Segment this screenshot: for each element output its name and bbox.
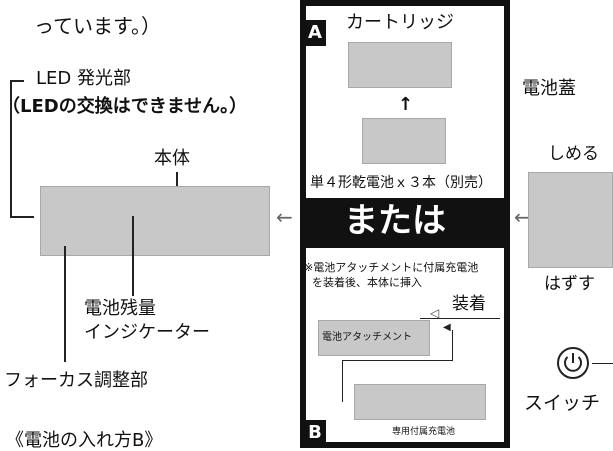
focus-leader-line (64, 246, 66, 362)
flashlight-image (40, 186, 270, 256)
insert-line-h (342, 360, 453, 361)
cartridge-image (348, 42, 452, 88)
rechargeable-label: 専用付属充電池 (392, 427, 456, 437)
cap-label: 電池蓋 (522, 78, 576, 99)
cartridge-label: カートリッジ (346, 12, 454, 33)
indicator-label: 電池残量 (84, 298, 156, 319)
led-leader-line-h2 (10, 216, 34, 218)
switch-leader-line (592, 363, 613, 364)
aaa-batteries-image (362, 118, 446, 164)
battery-label: 単４形乾電池ｘ３本（別売） (310, 175, 492, 191)
attach-arrow-icon: ◁ (430, 306, 440, 320)
indicator-leader-line (132, 216, 134, 296)
battery-cap-image (528, 172, 613, 268)
body-label: 本体 (154, 148, 190, 169)
insert-line-v1 (452, 330, 453, 360)
panel-a-badge: A (304, 20, 326, 46)
remove-label: はずす (544, 274, 595, 294)
led-leader-line-h (10, 80, 24, 82)
rechargeable-battery-image (354, 384, 486, 420)
arrow-left-icon-2: ← (514, 205, 531, 229)
led-leader-line-v (10, 80, 12, 218)
focus-label: フォーカス調整部 (4, 370, 148, 391)
battery-panel: A カートリッジ ↑ 単４形乾電池ｘ３本（別売） または ※電池アタッチメントに… (300, 0, 510, 448)
arrow-up-icon: ↑ (398, 94, 414, 115)
top-text-fragment: っています。） (34, 14, 161, 38)
indicator-label-2: インジケーター (84, 322, 210, 343)
led-label: LED 発光部 (36, 68, 131, 89)
power-switch-icon (556, 346, 590, 380)
tighten-label: しめる (548, 144, 599, 164)
led-note-label: （LEDの交換はできません。） (2, 96, 248, 117)
panel-b-badge: B (304, 420, 326, 446)
arrow-left-icon: ← (276, 205, 293, 229)
panel-b-note-2: を装着後、本体に挿入 (312, 276, 422, 289)
panel-a (306, 6, 504, 198)
insert-line-v2 (342, 360, 343, 402)
attach-underline (420, 318, 500, 319)
method-b-heading: 《電池の入れ方B》 (6, 430, 163, 451)
attach-label: 装着 (452, 294, 486, 314)
switch-label: スイッチ (524, 392, 601, 414)
battery-attachment-image (318, 320, 430, 356)
panel-b-note-1: ※電池アタッチメントに付属充電池 (304, 261, 479, 274)
insert-arrow-icon: ◀ (443, 322, 451, 333)
attachment-label: 電池アタッチメント (322, 332, 412, 343)
or-label: または (344, 201, 446, 241)
